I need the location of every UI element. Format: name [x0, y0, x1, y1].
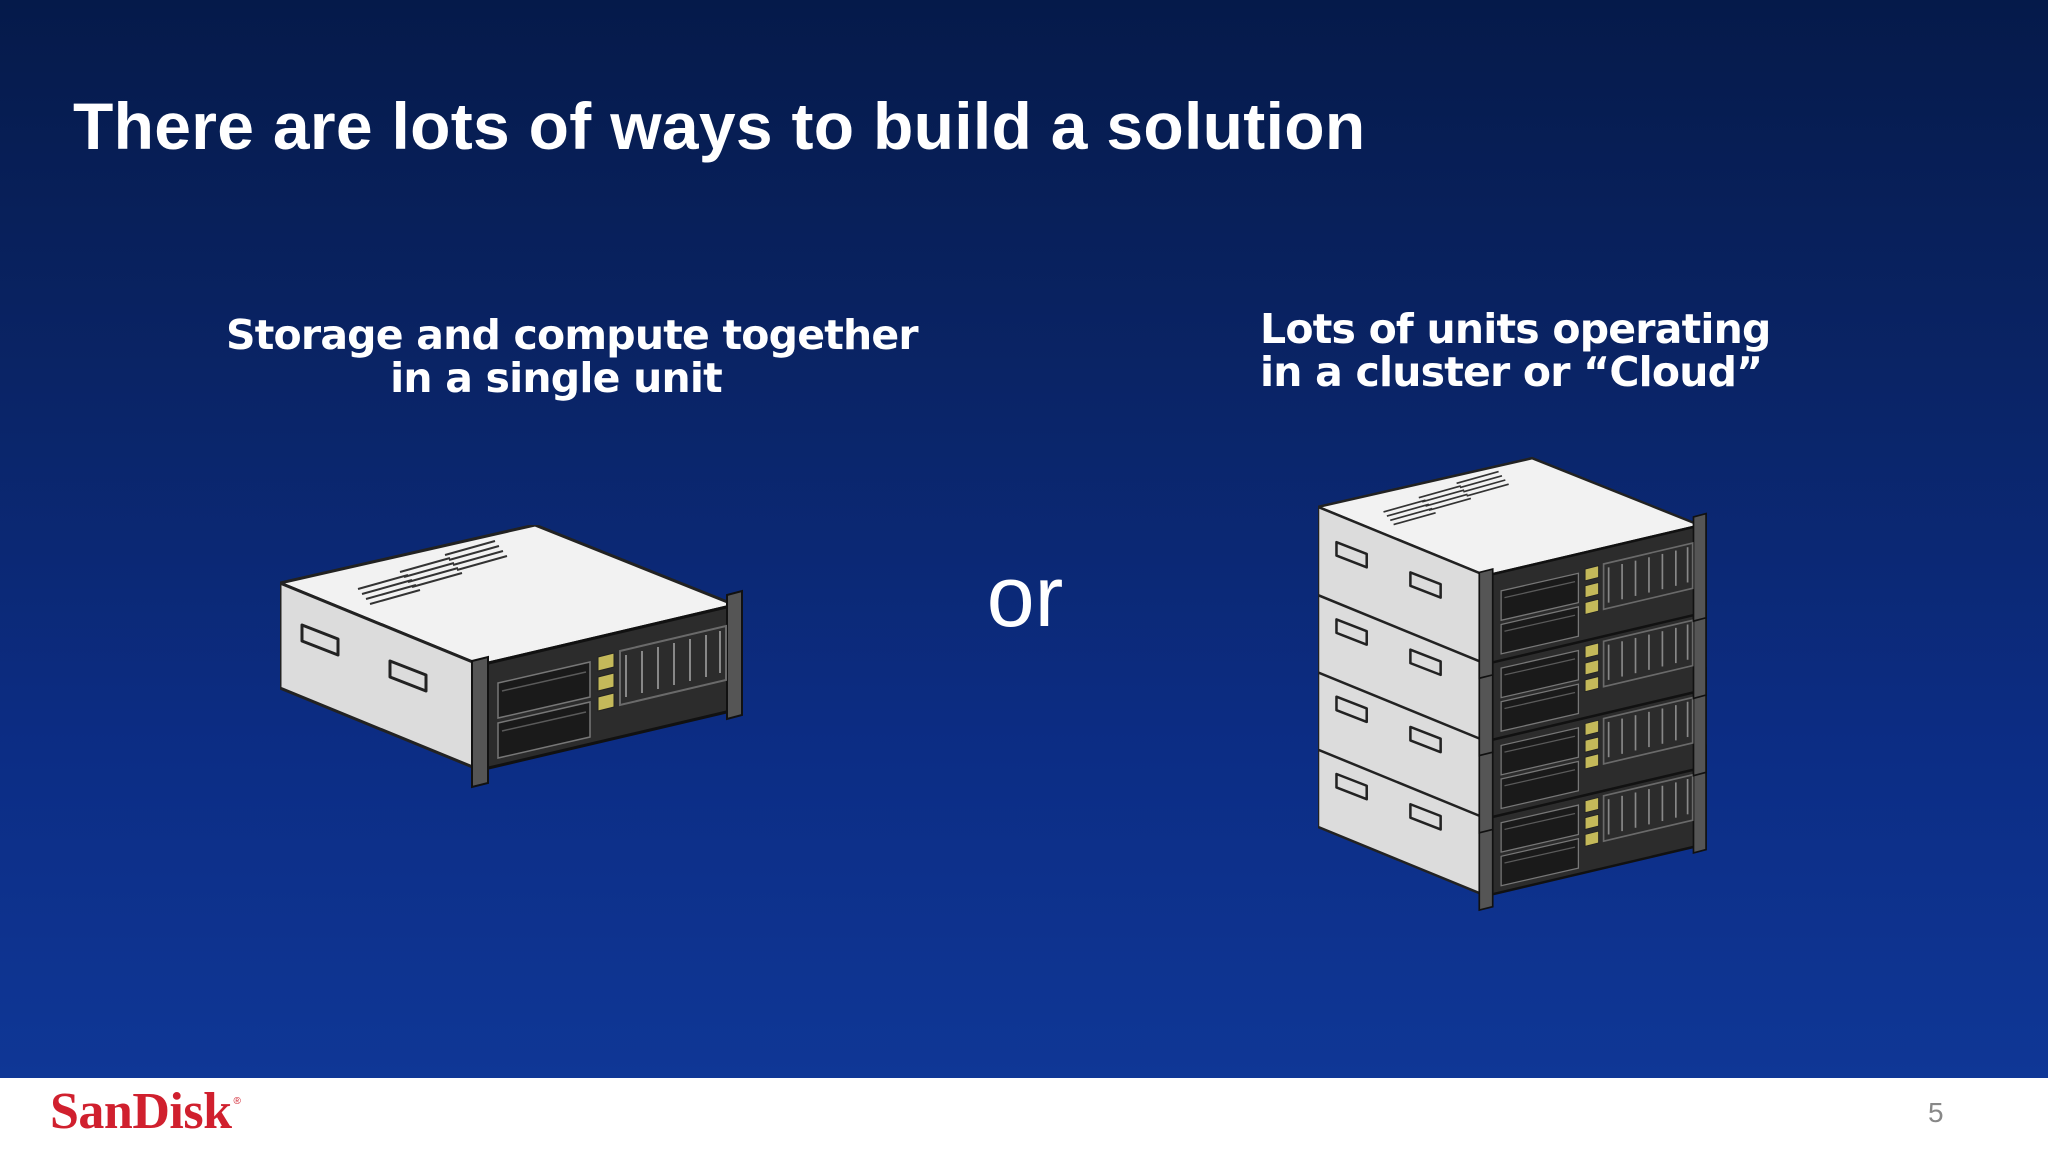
page-number: 5	[1928, 1097, 1944, 1128]
right-caption: Lots of units operating in a cluster or …	[1260, 305, 1771, 396]
left-caption: Storage and compute together in a single…	[226, 311, 919, 402]
slide-footer	[0, 1078, 2048, 1152]
right-caption-line-1: Lots of units operating	[1260, 305, 1771, 353]
right-caption-line-2: in a cluster or “Cloud”	[1260, 348, 1763, 396]
slide-title: There are lots of ways to build a soluti…	[73, 89, 1366, 163]
registered-mark: ®	[233, 1096, 241, 1107]
server-stack-icon	[1318, 456, 1708, 912]
server-chassis-icon	[280, 525, 744, 789]
left-caption-line-1: Storage and compute together	[226, 311, 919, 359]
sandisk-logo: SanDisk®	[50, 1082, 241, 1141]
left-caption-line-2: in a single unit	[390, 354, 723, 402]
or-separator: or	[986, 549, 1064, 645]
logo-text: SanDisk	[50, 1083, 232, 1140]
